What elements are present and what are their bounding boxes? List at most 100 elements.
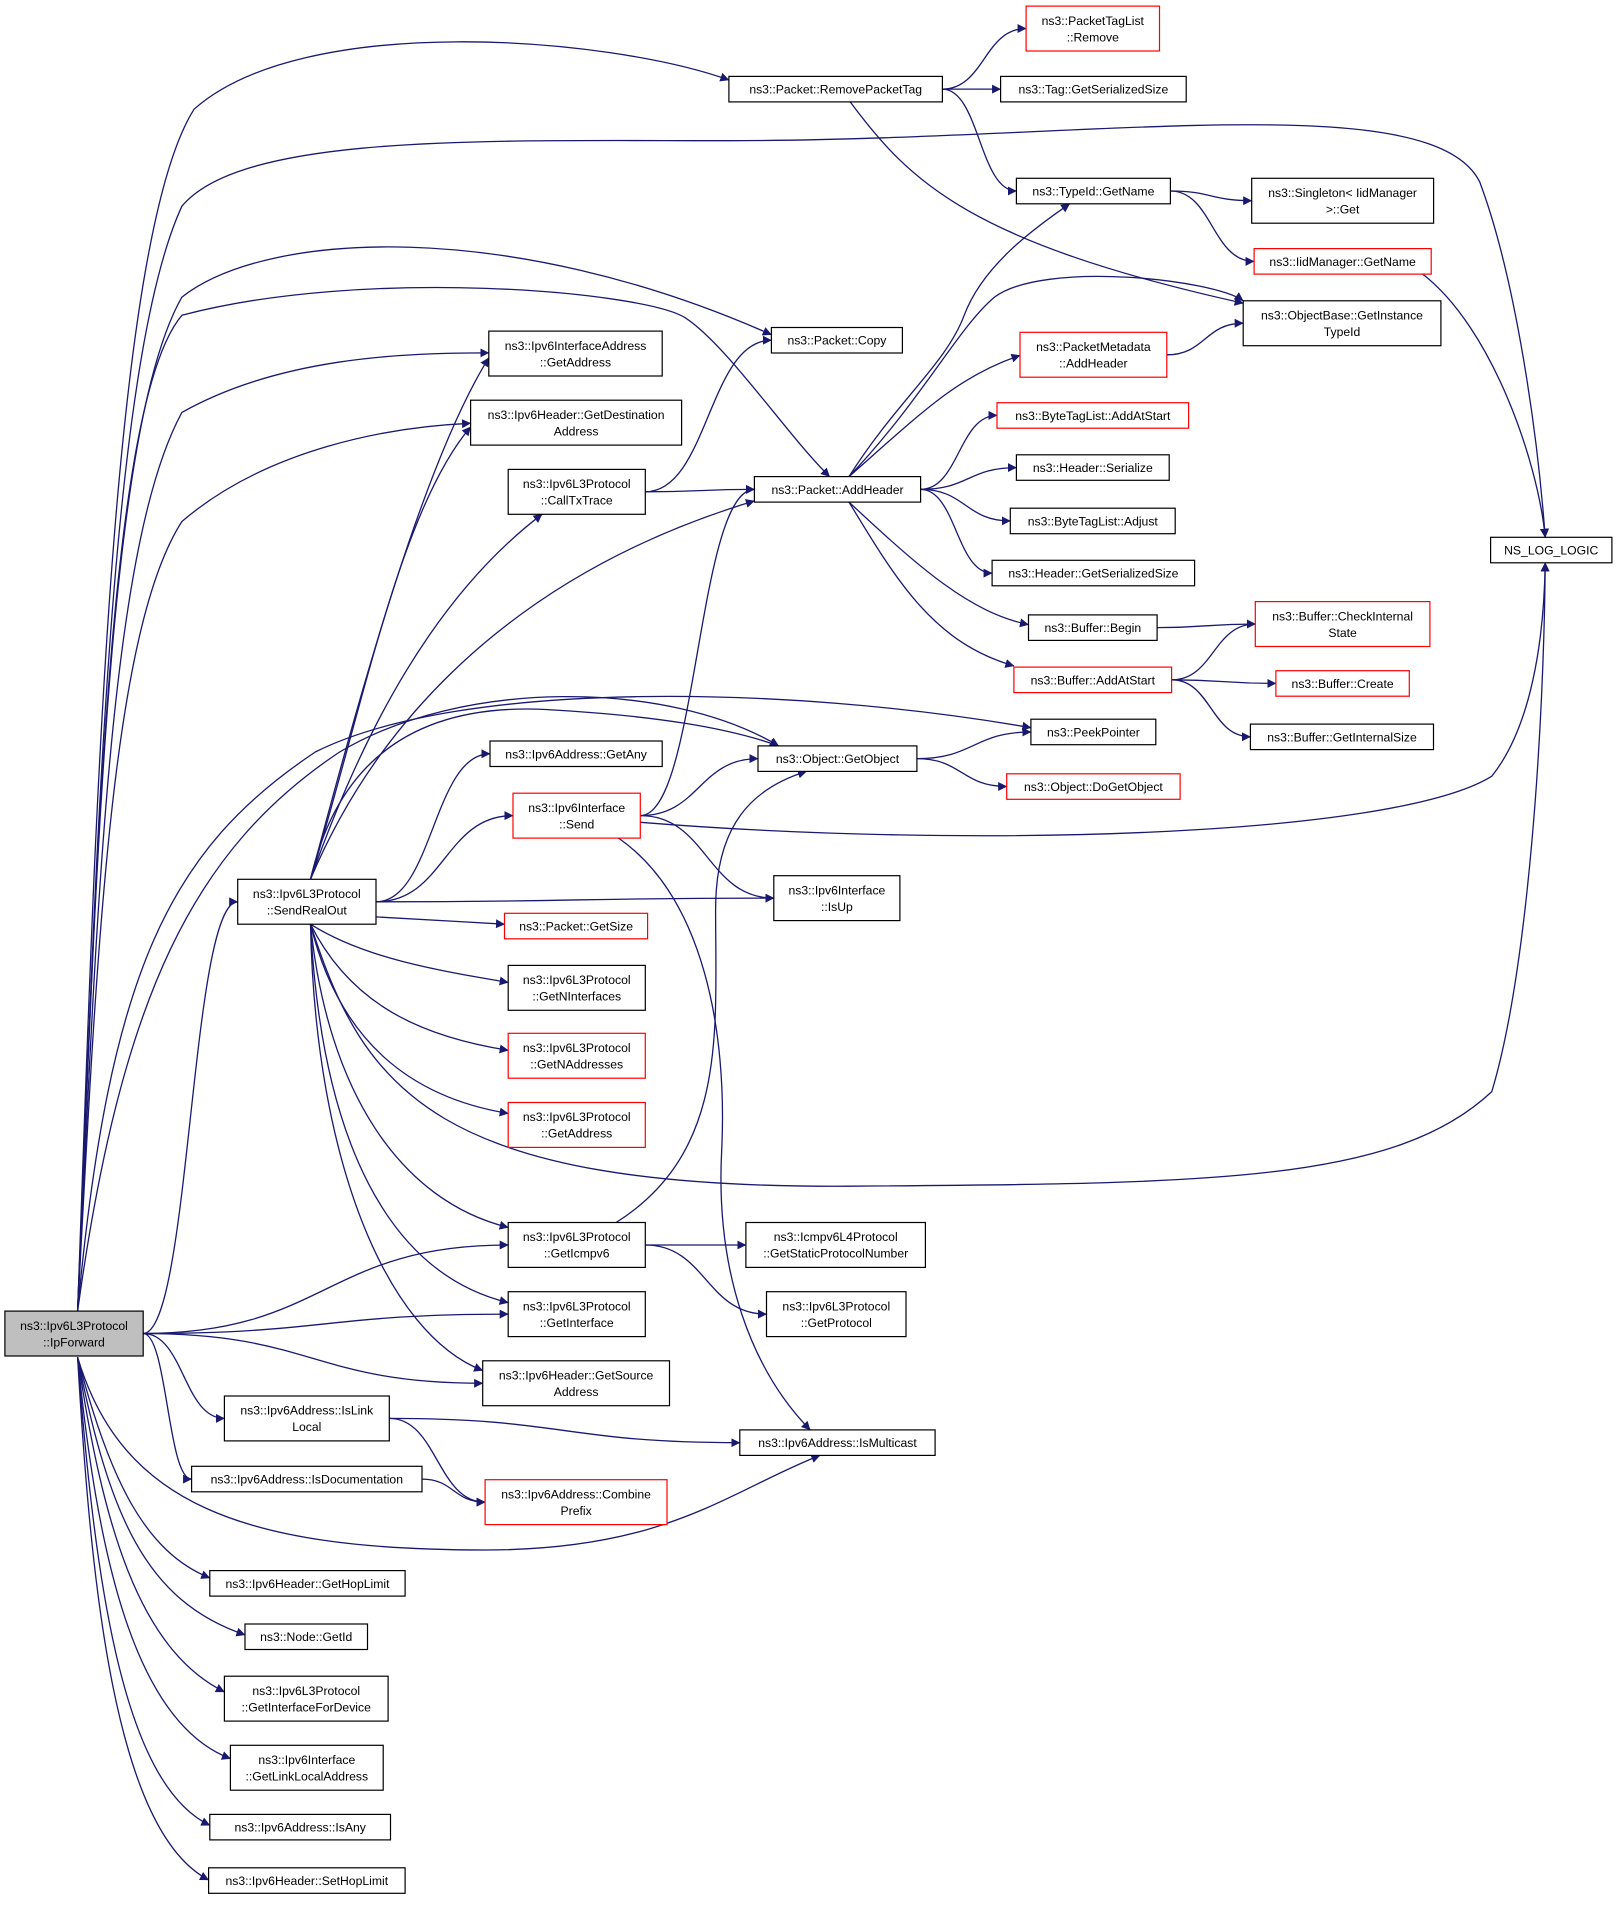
node-headerGetSerializedSize[interactable]: ns3::Header::GetSerializedSize — [991, 559, 1196, 587]
node-ifaceAddrGetAddress[interactable]: ns3::Ipv6InterfaceAddress::GetAddress — [488, 330, 663, 377]
node-byteTagAdjust[interactable]: ns3::ByteTagList::Adjust — [1009, 507, 1176, 535]
node-box — [1027, 614, 1158, 642]
node-nodeGetId[interactable]: ns3::Node::GetId — [244, 1623, 369, 1651]
edge-addrIsDocumentation-to-addrCombinePrefix — [422, 1478, 486, 1507]
node-peekPointer[interactable]: ns3::PeekPointer — [1030, 718, 1157, 746]
node-nsLogLogic[interactable]: NS_LOG_LOGIC — [1489, 536, 1613, 564]
node-box — [996, 402, 1190, 429]
node-sendRealOut[interactable]: ns3::Ipv6L3Protocol::SendRealOut — [237, 878, 377, 925]
edge-packetAddHeader-to-bufferAddAtStart — [848, 501, 1015, 668]
node-label: ns3::Buffer::Begin — [1044, 621, 1141, 635]
node-hdrSetHopLimit[interactable]: ns3::Ipv6Header::SetHopLimit — [208, 1867, 406, 1894]
node-label: ns3::Object::DoGetObject — [1024, 780, 1163, 794]
node-bufferCreate[interactable]: ns3::Buffer::Create — [1275, 670, 1410, 697]
node-ifaceSend[interactable]: ns3::Ipv6Interface::Send — [512, 792, 641, 839]
edge-sendRealOut-to-ifaceIsUp — [375, 893, 775, 903]
node-tagGetSerializedSize[interactable]: ns3::Tag::GetSerializedSize — [999, 75, 1187, 103]
node-label: ns3::Node::GetId — [260, 1630, 352, 1644]
node-bufferGetInternalSize[interactable]: ns3::Buffer::GetInternalSize — [1249, 723, 1435, 751]
node-box — [757, 745, 918, 773]
node-label: ns3::Ipv6L3Protocol — [523, 973, 631, 987]
node-getInterface[interactable]: ns3::Ipv6L3Protocol::GetInterface — [507, 1291, 646, 1338]
node-label: ::GetAddress — [540, 355, 611, 369]
node-bufferAddAtStart[interactable]: ns3::Buffer::AddAtStart — [1013, 666, 1173, 694]
node-hdrGetHopLimit[interactable]: ns3::Ipv6Header::GetHopLimit — [209, 1569, 406, 1597]
node-packetAddHeader[interactable]: ns3::Packet::AddHeader — [753, 476, 922, 503]
node-getIcmpv6[interactable]: ns3::Ipv6L3Protocol::GetIcmpv6 — [507, 1221, 646, 1269]
edge-packetAddHeader-to-byteTagAdjust — [920, 488, 1011, 526]
node-box — [773, 875, 901, 922]
node-getInterfaceForDevice[interactable]: ns3::Ipv6L3Protocol::GetInterfaceForDevi… — [223, 1675, 389, 1722]
node-label: TypeId — [1324, 325, 1361, 339]
node-label: ns3::PacketTagList — [1042, 14, 1145, 28]
node-packetTagListRemove[interactable]: ns3::PacketTagList::Remove — [1025, 5, 1161, 52]
edge-ifaceSend-to-packetAddHeader — [640, 484, 755, 817]
edge-ipforward-to-packetAddHeader — [76, 286, 831, 1312]
node-addrIsAny[interactable]: ns3::Ipv6Address::IsAny — [209, 1813, 392, 1841]
node-singletonGet[interactable]: ns3::Singleton< IidManager>::Get — [1251, 177, 1435, 224]
node-label: ::GetAddress — [541, 1127, 612, 1141]
node-packetGetSize[interactable]: ns3::Packet::GetSize — [503, 912, 649, 940]
node-label: ns3::Ipv6L3Protocol — [523, 1110, 631, 1124]
edge-packetAddHeader-to-headerSerialize — [920, 463, 1017, 491]
node-objectDoGetObject[interactable]: ns3::Object::DoGetObject — [1006, 773, 1181, 800]
edge-ipforward-to-getInterface — [143, 1309, 509, 1335]
node-box — [765, 1291, 907, 1338]
node-l3GetAddress[interactable]: ns3::Ipv6L3Protocol::GetAddress — [507, 1101, 646, 1149]
node-box — [1015, 454, 1170, 481]
node-label: ::GetLinkLocalAddress — [245, 1770, 368, 1784]
node-label: ns3::Ipv6Address::IsLink — [240, 1404, 374, 1418]
node-label: Address — [554, 1385, 599, 1399]
node-iidManagerGetName[interactable]: ns3::IidManager::GetName — [1253, 248, 1432, 275]
node-addrIsDocumentation[interactable]: ns3::Ipv6Address::IsDocumentation — [191, 1465, 423, 1493]
edge-sendRealOut-to-addrGetAny — [375, 749, 491, 903]
edge-sendRealOut-to-getNInterfaces — [310, 923, 509, 986]
node-label: ns3::Ipv6Interface — [788, 883, 885, 897]
node-icmpStaticProto[interactable]: ns3::Icmpv6L4Protocol::GetStaticProtocol… — [745, 1221, 927, 1269]
edge-ipforward-to-nsLogLogic — [76, 124, 1550, 1312]
node-box — [1489, 536, 1613, 564]
node-box — [1006, 773, 1181, 800]
edge-ipforward-to-addrIsDocumentation — [142, 1332, 193, 1484]
node-box — [223, 1395, 390, 1442]
node-pktMetaAddHeader[interactable]: ns3::PacketMetadata::AddHeader — [1019, 331, 1168, 378]
node-addrGetAny[interactable]: ns3::Ipv6Address::GetAny — [489, 740, 663, 768]
edge-ipforward-to-hdrGetDestination — [76, 419, 472, 1312]
edge-ipforward-to-getIcmpv6 — [143, 1240, 509, 1335]
node-packetCopy[interactable]: ns3::Packet::Copy — [770, 326, 904, 354]
node-getNAddresses[interactable]: ns3::Ipv6L3Protocol::GetNAddresses — [507, 1032, 646, 1079]
node-label: ns3::PacketMetadata — [1036, 340, 1151, 354]
node-label: >::Get — [1326, 203, 1360, 217]
node-label: ns3::Tag::GetSerializedSize — [1019, 83, 1169, 97]
node-typeIdGetName[interactable]: ns3::TypeId::GetName — [1015, 177, 1172, 205]
node-getProtocol[interactable]: ns3::Ipv6L3Protocol::GetProtocol — [765, 1291, 907, 1338]
edge-sendRealOut-to-l3GetAddress — [309, 924, 509, 1117]
node-removePacketTag[interactable]: ns3::Packet::RemovePacketTag — [728, 75, 944, 103]
node-ifaceIsUp[interactable]: ns3::Ipv6Interface::IsUp — [773, 875, 901, 922]
edge-sendRealOut-to-objectGetObject — [309, 708, 780, 880]
node-box — [209, 1813, 392, 1841]
node-label: ns3::Buffer::CheckInternal — [1272, 609, 1413, 623]
node-label: Address — [554, 424, 599, 438]
edge-ipforward-to-getInterfaceForDevice — [76, 1357, 225, 1693]
node-label: ns3::Ipv6Interface — [258, 1753, 355, 1767]
node-ipforward[interactable]: ns3::Ipv6L3Protocol::IpForward — [4, 1310, 144, 1357]
node-callTxTrace[interactable]: ns3::Ipv6L3Protocol::CallTxTrace — [507, 468, 646, 515]
edge-ipforward-to-peekPointer — [76, 695, 1032, 1312]
node-bufferBegin[interactable]: ns3::Buffer::Begin — [1027, 614, 1158, 642]
node-addrIsMulticast[interactable]: ns3::Ipv6Address::IsMulticast — [739, 1429, 936, 1457]
node-ifaceGetLinkLocal[interactable]: ns3::Ipv6Interface::GetLinkLocalAddress — [229, 1744, 384, 1791]
edge-ipforward-to-addrIsLinkLocal — [143, 1332, 225, 1423]
node-getNInterfaces[interactable]: ns3::Ipv6L3Protocol::GetNInterfaces — [507, 964, 646, 1011]
node-objectGetObject[interactable]: ns3::Object::GetObject — [757, 745, 918, 773]
node-box — [1019, 331, 1168, 378]
node-headerSerialize[interactable]: ns3::Header::Serialize — [1015, 454, 1170, 481]
edge-ifaceSend-to-addrIsMulticast — [618, 837, 811, 1431]
node-byteTagAddAtStart[interactable]: ns3::ByteTagList::AddAtStart — [996, 402, 1190, 429]
